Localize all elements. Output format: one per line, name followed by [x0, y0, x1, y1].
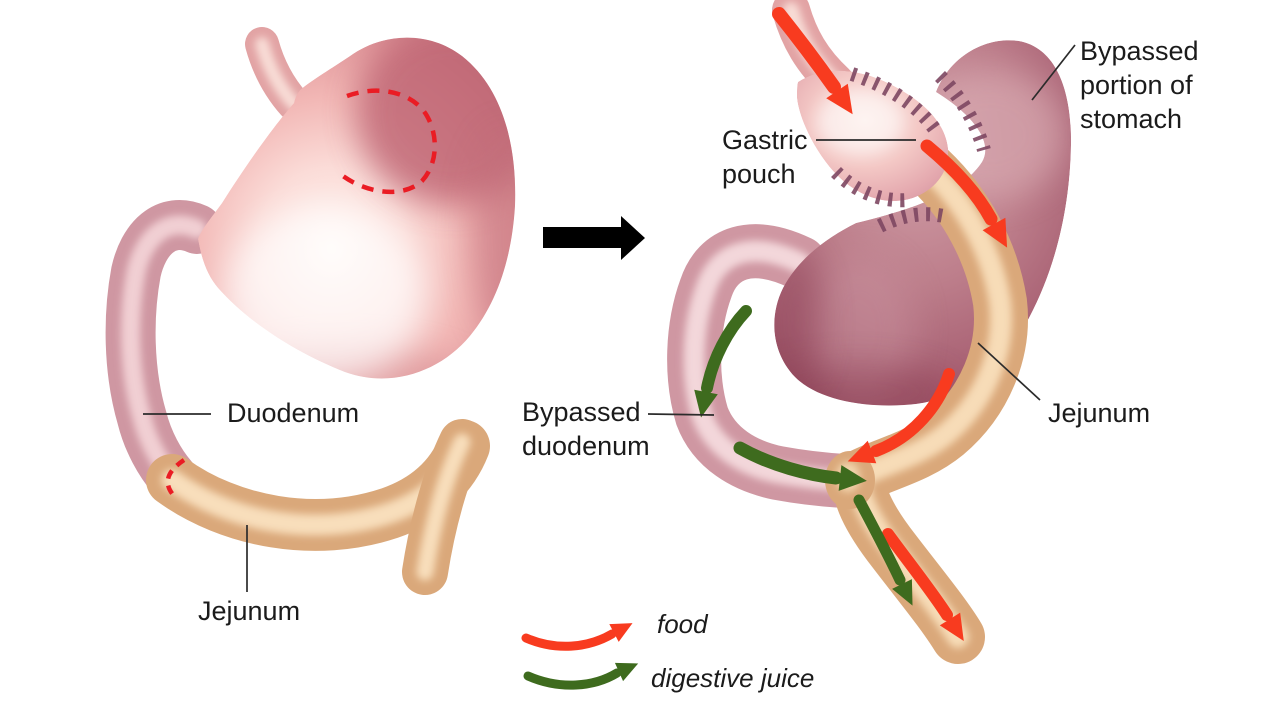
legend-digestive-juice-arrow-shaft	[523, 668, 622, 690]
digestive-juice-arrowhead-icon	[892, 579, 913, 606]
bypassed-duodenum-label-line2: duodenum	[522, 431, 650, 461]
food-arrow-pouch-outlet	[920, 139, 1008, 248]
legend-food-arrowhead-icon	[609, 623, 633, 642]
gastric-pouch-label-line2: pouch	[722, 159, 796, 189]
jejunum-descending-highlight	[416, 433, 471, 581]
food-arrowhead-icon	[982, 217, 1008, 248]
esophagus-highlight	[255, 37, 301, 111]
bypassed-duodenum-pointer-line	[647, 413, 715, 416]
legend: food digestive juice	[521, 609, 814, 693]
digestive-juice-arrow-common-limb	[853, 494, 913, 606]
staple-line-remnant-top	[876, 207, 950, 233]
digestive-juice-arrowhead-icon	[838, 465, 867, 491]
legend-food-arrow-icon	[521, 623, 633, 651]
after-diagram: Gastric pouch Bypassed portion of stomac…	[522, 0, 1199, 664]
bypassed-stomach-label-line3: stomach	[1080, 104, 1182, 134]
digestive-juice-arrow-duodenum	[694, 305, 752, 418]
bypassed-duodenum-label-line1: Bypassed	[522, 397, 641, 427]
gastric-pouch-label-line1: Gastric	[722, 125, 808, 155]
bypassed-stomach-left-shading	[774, 250, 823, 390]
legend-digestive-juice-arrow-icon	[523, 662, 639, 690]
legend-food-arrow-shaft	[521, 629, 617, 651]
stomach-right-edge-shading	[470, 130, 516, 340]
food-arrowhead-icon	[939, 612, 964, 642]
food-arrow-shaft	[870, 368, 955, 457]
before-diagram: Duodenum Jejunum	[105, 27, 516, 626]
digestive-juice-arrow-to-junction	[733, 441, 867, 491]
duodenum-highlight	[121, 215, 207, 487]
legend-digestive-juice-arrowhead-icon	[614, 662, 639, 682]
stomach	[198, 37, 516, 379]
legend-digestive-juice-label: digestive juice	[651, 663, 814, 693]
jejunum-right-pointer-line	[977, 342, 1041, 401]
food-arrow-common-limb	[882, 528, 964, 642]
jejunum-label: Jejunum	[198, 596, 300, 626]
gastric-pouch	[797, 70, 949, 202]
digestive-juice-arrowhead-icon	[694, 389, 718, 418]
duodenum-label: Duodenum	[227, 398, 359, 428]
transform-arrow	[543, 216, 645, 260]
duodenum-cut-line	[165, 458, 186, 499]
staple-line-pouch-upper	[849, 67, 944, 138]
food-arrow-esophagus	[772, 7, 853, 115]
digestive-juice-arrow-shaft	[701, 305, 752, 394]
bypassed-stomach-label-line1: Bypassed	[1080, 36, 1199, 66]
food-arrowhead-icon	[847, 440, 877, 464]
stomach-highlight	[225, 207, 425, 379]
gastric-pouch-highlight	[816, 89, 904, 155]
bypassed-stomach-pointer-line	[1031, 44, 1076, 101]
food-arrow-shaft	[772, 7, 841, 94]
food-arrow-jejunum	[847, 368, 955, 464]
stomach-fundus-shading	[356, 37, 516, 205]
jejunum-right-label: Jejunum	[1048, 398, 1150, 428]
bypassed-stomach-label-line2: portion of	[1080, 70, 1193, 100]
food-arrowhead-icon	[826, 83, 853, 115]
digestive-juice-arrow-shaft	[853, 494, 906, 586]
digestive-juice-arrow-shaft	[733, 441, 843, 485]
food-arrow-shaft	[882, 528, 953, 621]
food-arrow-shaft	[920, 139, 998, 226]
pouch-outline-cut-line	[341, 88, 438, 195]
legend-food-label: food	[657, 609, 709, 639]
